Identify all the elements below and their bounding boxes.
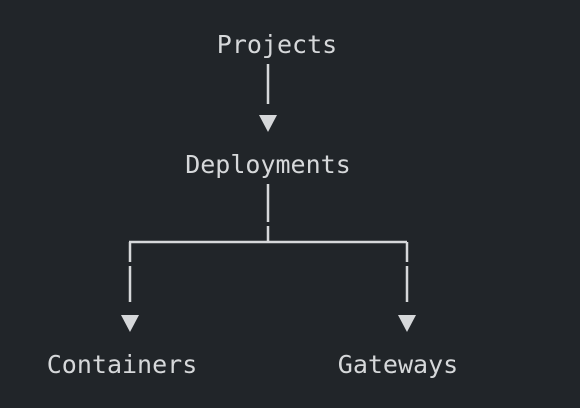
arrowhead-down xyxy=(398,315,416,332)
edge-deployments-containers xyxy=(121,242,139,332)
node-deployments: Deployments xyxy=(185,150,351,179)
arrowhead-down xyxy=(259,115,277,132)
edge-projects-deployments xyxy=(259,64,277,132)
edge-deployments-gateways xyxy=(398,242,416,332)
arrowhead-down xyxy=(121,315,139,332)
edge-deployments-trunk xyxy=(129,184,407,244)
node-gateways: Gateways xyxy=(338,350,458,379)
node-containers: Containers xyxy=(47,350,198,379)
node-projects: Projects xyxy=(217,30,337,59)
